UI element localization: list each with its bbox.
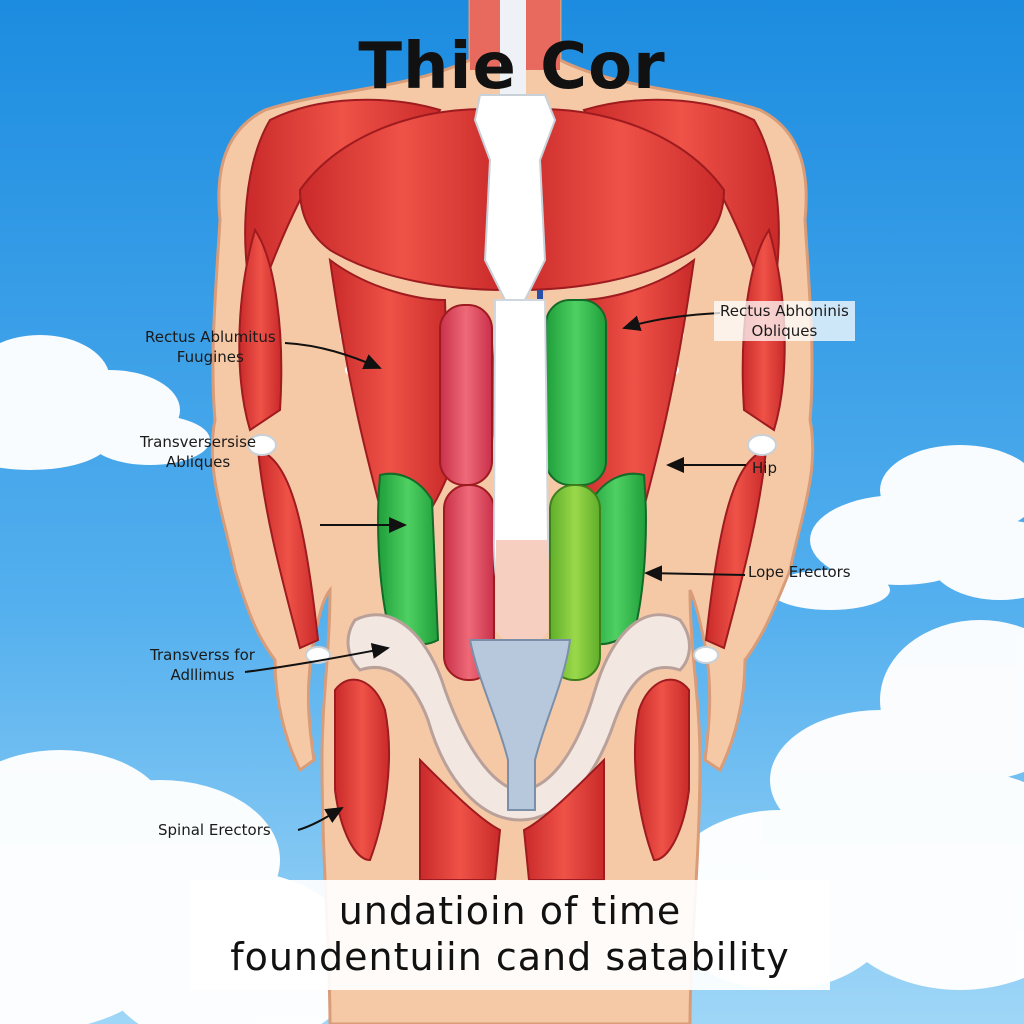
rectus-right-upper — [545, 299, 607, 486]
label-left-1: Rectus Ablumitus Fuugines — [145, 327, 276, 367]
left-thigh-muscle — [334, 678, 390, 862]
right-adductor — [522, 757, 605, 881]
label-arrows — [244, 312, 746, 831]
left-forearm — [256, 448, 320, 650]
arrow-left-1 — [284, 342, 382, 369]
arrow-right-1 — [622, 312, 721, 331]
label-left-2-line-1: Transversersise — [140, 433, 257, 451]
label-right-1: Rectus Abhoninis Obliques — [714, 301, 855, 341]
pelvic-band — [346, 613, 691, 822]
diagram-title: Thie Cor — [358, 30, 666, 104]
rectus-right-lower — [549, 484, 601, 681]
label-left-2-line-2: Abliques — [165, 453, 231, 471]
trachea — [500, 0, 526, 100]
left-adductor — [419, 757, 502, 881]
left-upper-arm — [238, 227, 283, 432]
sternum — [473, 94, 557, 323]
label-right-2-line-1: Hip — [752, 459, 777, 477]
label-right-3-line-1: Lope Erectors — [748, 563, 851, 581]
rectus-left-lower — [443, 484, 495, 681]
pubic-tendon — [468, 639, 572, 811]
label-left-4-line-1: Spinal Erectors — [158, 821, 271, 839]
label-left-4: Spinal Erectors — [158, 820, 271, 840]
arrow-right-3 — [644, 565, 746, 582]
caption-box: undatioin of time foundentuiin cand sata… — [190, 880, 830, 990]
rectus-left-upper — [439, 304, 493, 486]
label-right-1-line-2: Obliques — [751, 322, 818, 340]
right-forearm — [704, 448, 768, 650]
arrow-left-3 — [244, 643, 390, 673]
label-left-3-line-2: Adllimus — [170, 666, 235, 684]
caption-line-2: foundentuiin cand satability — [230, 935, 790, 979]
label-left-2: Transversersise Abliques — [140, 432, 256, 472]
label-right-3: Lope Erectors — [748, 562, 851, 582]
label-right-2: Hip — [752, 458, 777, 478]
label-left-3-line-1: Transverss for — [150, 646, 255, 664]
label-right-1-line-1: Rectus Abhoninis — [720, 302, 849, 320]
right-thigh-muscle — [634, 678, 690, 862]
label-left-3: Transverss for Adllimus — [150, 645, 255, 685]
elbow-bones — [247, 434, 777, 664]
label-left-1-line-2: Fuugines — [176, 348, 244, 366]
right-pectoral — [517, 108, 726, 292]
arrow-left-4 — [297, 806, 344, 831]
label-left-1-line-1: Rectus Ablumitus — [145, 328, 276, 346]
caption-line-1: undatioin of time — [338, 889, 682, 933]
left-pectoral — [298, 108, 507, 292]
lower-abdomen — [496, 540, 548, 645]
